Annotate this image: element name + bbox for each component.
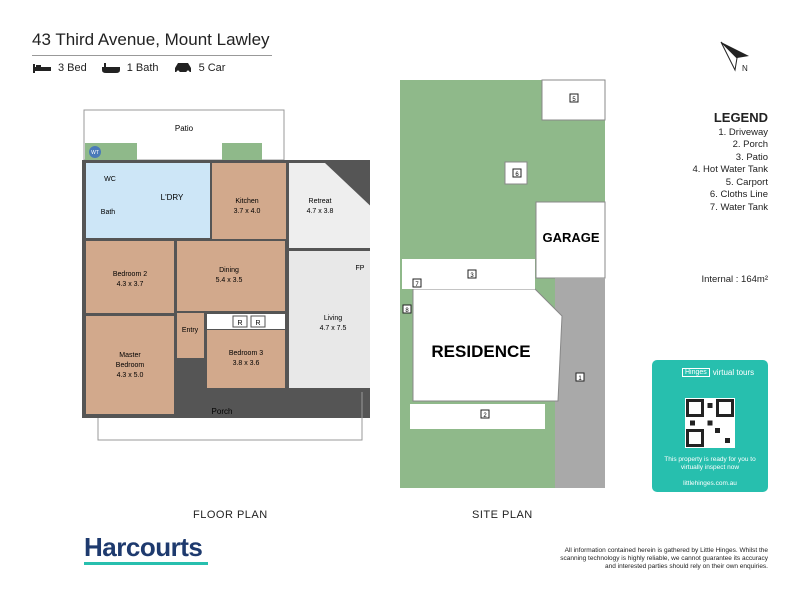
bath-icon [101,63,120,73]
svg-text:Bedroom 3: Bedroom 3 [229,350,263,357]
dining-room [177,241,285,311]
car-icon [174,63,191,74]
site-plan: 5 6 3 7 8 2 1 4 GARAGE RESIDENCE [400,79,606,488]
svg-text:Entry: Entry [182,327,199,334]
svg-text:2: 2 [483,413,487,419]
svg-text:3: 3 [470,273,474,279]
bed-count: 3 Bed [58,62,87,74]
legend-item: 6. Cloths Line [709,189,768,200]
legend-item: 7. Water Tank [709,201,768,213]
porch-area [97,392,363,441]
qr-code-icon[interactable] [685,398,735,448]
svg-text:Kitchen: Kitchen [235,198,258,205]
svg-text:6: 6 [515,172,519,178]
svg-text:3.7 x 4.0: 3.7 x 4.0 [234,208,261,215]
svg-text:8: 8 [405,308,409,314]
svg-text:1: 1 [578,376,582,382]
legend: LEGEND 1. Driveway 2. Porch 3. Patio 4. … [640,110,768,214]
svg-text:4.7 x 3.8: 4.7 x 3.8 [307,208,334,215]
legend-item: 2. Porch [732,139,768,150]
legend-item: 5. Carport [725,176,768,188]
svg-text:R: R [237,320,242,327]
internal-area: Internal : 164m² [701,274,768,285]
site-plan-caption: SITE PLAN [472,509,533,521]
floor-plan: WT Patio WC L'DRY Bath Kitchen 3.7 x 4.0… [82,109,370,441]
property-features: 3 Bed 1 Bath 5 Car [32,62,225,74]
svg-text:Porch: Porch [212,407,233,416]
bed-feature: 3 Bed [32,62,87,74]
bath-count: 1 Bath [126,62,159,74]
svg-text:4.3 x 3.7: 4.3 x 3.7 [117,281,144,288]
virtual-tour-text: This property is ready for you to virtua… [664,456,756,471]
garage [535,201,606,279]
svg-text:Dining: Dining [219,267,239,274]
wt-label: WT [91,150,99,156]
retreat-room [289,163,370,248]
kitchen-room [212,163,286,239]
svg-text:Master: Master [119,352,141,359]
disclaimer: All information contained herein is gath… [560,547,768,570]
title-divider [32,55,272,56]
svg-text:4.7 x 7.5: 4.7 x 7.5 [320,325,347,332]
svg-text:5.4 x 3.5: 5.4 x 3.5 [216,277,243,284]
legend-item: 3. Patio [735,151,768,163]
svg-text:R: R [255,320,260,327]
virtual-tour-card[interactable]: Hinges virtual tours This property is re… [652,360,768,492]
car-feature: 5 Car [173,62,226,74]
floor-plan-caption: FLOOR PLAN [193,509,268,521]
entry-area [177,313,204,358]
water-tank-icon [89,146,101,158]
living-room [289,251,370,388]
svg-text:Bedroom 2: Bedroom 2 [113,271,147,278]
driveway [555,278,605,488]
hinges-brand: Hinges [682,368,710,377]
bath-feature: 1 Bath [101,62,159,74]
car-count: 5 Car [198,62,226,74]
svg-text:Patio: Patio [175,124,194,133]
north-label: N [742,64,748,73]
svg-text:Bath: Bath [101,209,116,216]
svg-text:RESIDENCE: RESIDENCE [431,342,530,361]
svg-text:FP: FP [356,265,365,272]
virtual-tour-label: virtual tours [712,368,755,377]
svg-text:GARAGE: GARAGE [542,230,599,245]
svg-text:4.3 x 5.0: 4.3 x 5.0 [117,372,144,379]
legend-item: 1. Driveway [718,126,768,138]
svg-text:WC: WC [104,176,116,183]
legend-title: LEGEND [713,110,768,125]
address-title: 43 Third Avenue, Mount Lawley [32,30,270,49]
svg-text:3.8 x 3.6: 3.8 x 3.6 [233,360,260,367]
svg-text:L'DRY: L'DRY [161,193,184,202]
svg-text:5: 5 [572,97,576,103]
bed-icon [33,64,51,73]
bedroom3-room [207,330,285,388]
virtual-tour-logo: Hinges virtual tours [682,368,754,377]
legend-item: 4. Hot Water Tank [692,164,768,175]
virtual-tour-url[interactable]: littlehinges.com.au [683,480,737,487]
svg-text:Bedroom: Bedroom [116,362,145,369]
north-arrow-icon [720,41,749,72]
svg-text:Retreat: Retreat [309,198,332,205]
brand-underline [84,562,208,565]
master-bedroom-room [86,316,174,414]
svg-text:7: 7 [415,282,419,288]
harcourts-logo: Harcourts [84,532,203,562]
svg-text:Living: Living [324,315,342,322]
bedroom2-room [86,241,174,313]
